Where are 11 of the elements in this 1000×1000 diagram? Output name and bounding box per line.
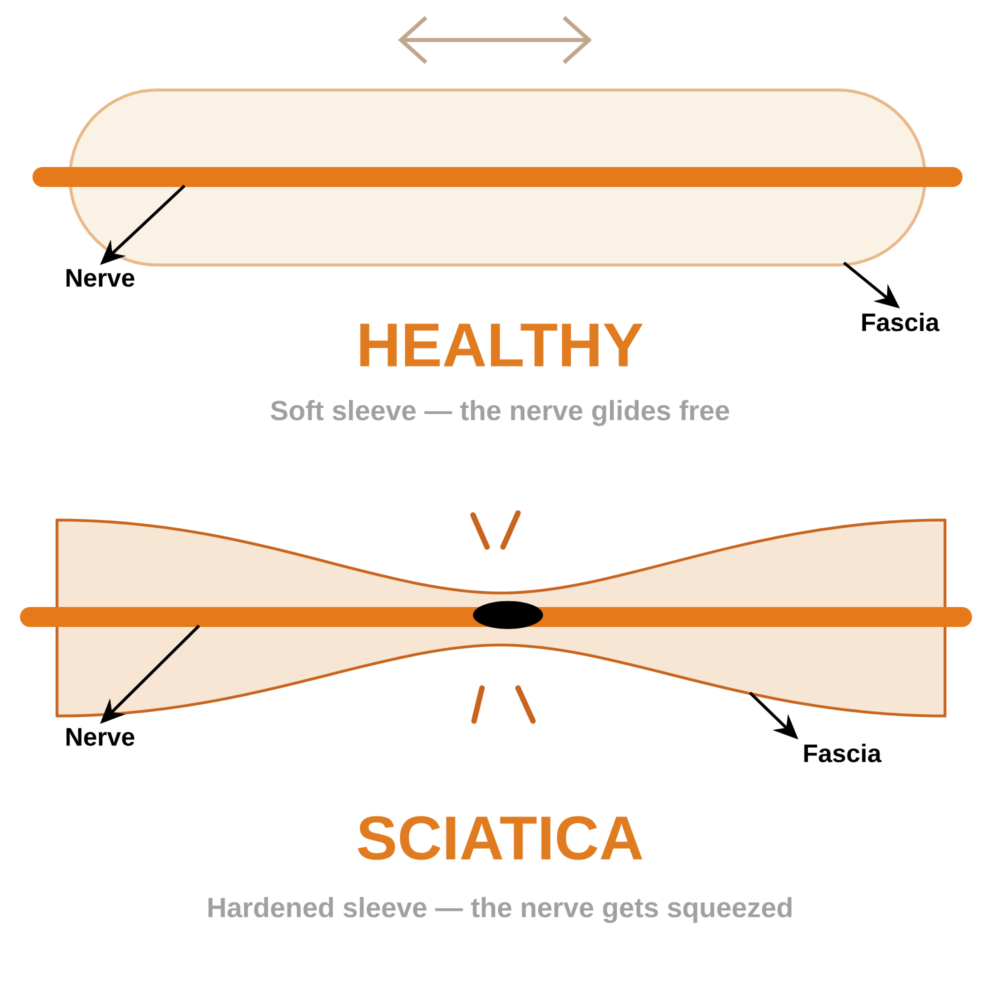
nerve <box>20 607 972 627</box>
part-label: Nerve <box>66 269 134 287</box>
part-label: Nerve <box>66 728 134 746</box>
part-label: Fascia <box>862 312 940 332</box>
subtitle: Soft sleeve — the nerve glides free <box>270 400 730 426</box>
subtitle: Hardened sleeve — the nerve gets squeezed <box>208 897 792 924</box>
fascia-sleeve <box>56 518 946 718</box>
section-title: SCIATICA <box>358 816 642 860</box>
section-title: HEALTHY <box>360 324 643 366</box>
nerve <box>32 167 963 187</box>
part-label: Fascia <box>804 744 882 762</box>
